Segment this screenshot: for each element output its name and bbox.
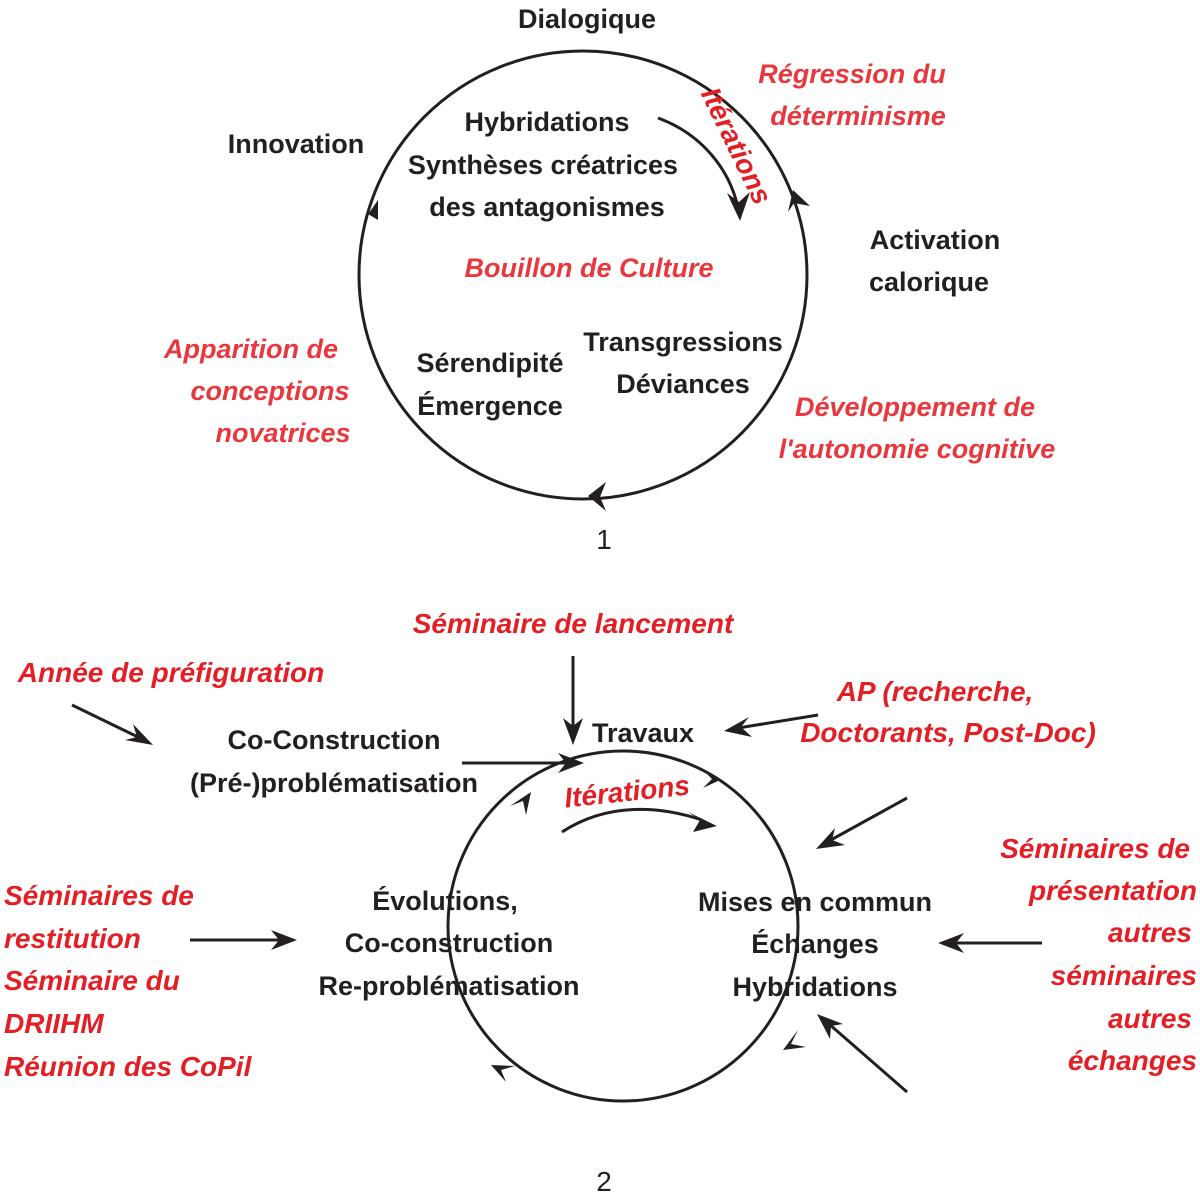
arrow-ap-head: [724, 717, 752, 737]
label-hybridations-line2: Synthèses créatrices: [408, 150, 678, 180]
arrow-presentation-top-head: [816, 828, 845, 849]
label-seminaires-presentation-line4: séminaires: [1051, 960, 1197, 991]
diagram-1: Dialogique Innovation Activation caloriq…: [163, 4, 1055, 555]
label-seminaires-presentation-line6: échanges: [1068, 1045, 1197, 1076]
label-seminaire-lancement: Séminaire de lancement: [413, 608, 735, 639]
label-activation-line2: calorique: [869, 267, 989, 297]
label-mises-line2: Échanges: [751, 928, 879, 959]
cycle-arrowhead-bottom: [588, 482, 606, 511]
label-bouillon: Bouillon de Culture: [465, 253, 714, 283]
diagram-2: Séminaire de lancement Année de préfigur…: [4, 608, 1197, 1197]
label-regression-line2: déterminisme: [770, 101, 946, 131]
cycle-arrowhead-2-bottom-left: [491, 1065, 515, 1082]
label-regression-line1: Régression du: [758, 59, 946, 89]
label-seminaires-restitution-line4: DRIIHM: [4, 1008, 104, 1039]
label-coconstruction-line1: Co-Construction: [228, 725, 441, 755]
label-apparition-line1: Apparition de: [163, 334, 338, 364]
arrow-presentation-bottom: [828, 1022, 908, 1094]
arrow-presentation-mid-head: [938, 933, 964, 953]
label-seminaires-presentation-line3: autres: [1108, 917, 1192, 948]
label-developpement-line1: Développement de: [795, 392, 1035, 422]
iteration-arrowhead-2: [688, 812, 717, 832]
arrow-coconstruction-head: [558, 753, 584, 773]
diagram-number-2: 2: [596, 1166, 612, 1197]
label-annee-prefiguration: Année de préfiguration: [17, 657, 324, 688]
label-apparition-line2: conceptions: [190, 376, 349, 406]
label-ap-line1: AP (recherche,: [836, 676, 1034, 707]
label-seminaires-presentation-line2: présentation: [1028, 875, 1197, 906]
arrow-ap: [737, 713, 819, 730]
arrow-prefiguration: [71, 703, 141, 740]
label-iterations-2: Itérations: [563, 770, 692, 814]
diagram-number-1: 1: [596, 524, 612, 555]
label-seminaires-presentation-line5: autres: [1108, 1003, 1192, 1034]
label-dialogique: Dialogique: [518, 4, 656, 34]
label-activation-line1: Activation: [870, 225, 1001, 255]
iteration-arrow-1: [657, 116, 740, 209]
cycle-circle-1: [357, 49, 809, 501]
cycle-arrowhead-left: [362, 200, 378, 223]
iteration-arrow-2: [561, 807, 703, 834]
label-seminaires-presentation-line1: Séminaires de: [1000, 833, 1190, 864]
arrow-presentation-bottom-head: [817, 1014, 843, 1039]
label-evolutions-line1: Évolutions,: [372, 885, 518, 916]
cycle-arrowhead-top-right: [788, 190, 810, 212]
label-transgressions-line2: Déviances: [616, 369, 750, 399]
label-apparition-line3: novatrices: [215, 418, 350, 448]
label-evolutions-line2: Co-construction: [345, 928, 554, 958]
label-hybridations-line3: des antagonismes: [429, 192, 665, 222]
label-mises-line1: Mises en commun: [698, 887, 932, 917]
label-travaux: Travaux: [592, 718, 694, 748]
label-serendipite-line2: Émergence: [417, 390, 563, 421]
cycle-arrowhead-2-left: [510, 792, 531, 815]
label-ap-line2: Doctorants, Post-Doc): [800, 717, 1096, 748]
label-coconstruction-line2: (Pré-)problématisation: [190, 768, 478, 798]
label-seminaires-restitution-line5: Réunion des CoPil: [4, 1051, 253, 1082]
label-serendipite-line1: Sérendipité: [416, 348, 563, 378]
iteration-arrowhead-1: [727, 192, 750, 221]
arrow-restitution-head: [271, 930, 297, 950]
label-innovation: Innovation: [228, 129, 365, 159]
arrow-prefiguration-head: [125, 724, 153, 745]
label-evolutions-line3: Re-problématisation: [318, 971, 579, 1001]
label-developpement-line2: l'autonomie cognitive: [779, 434, 1055, 464]
label-mises-line3: Hybridations: [732, 972, 897, 1002]
arrow-lancement-head: [563, 718, 583, 745]
label-hybridations-line1: Hybridations: [464, 107, 629, 137]
cycle-circle-2: [446, 749, 800, 1103]
cycle-arrowhead-2-right: [783, 1030, 806, 1050]
label-seminaires-restitution-line1: Séminaires de: [4, 880, 194, 911]
cycle-arrowhead-2-top-right: [700, 767, 720, 788]
label-transgressions-line1: Transgressions: [583, 327, 783, 357]
label-seminaires-restitution-line3: Séminaire du: [4, 965, 180, 996]
arrow-presentation-top: [828, 796, 908, 843]
label-seminaires-restitution-line2: restitution: [4, 923, 141, 954]
